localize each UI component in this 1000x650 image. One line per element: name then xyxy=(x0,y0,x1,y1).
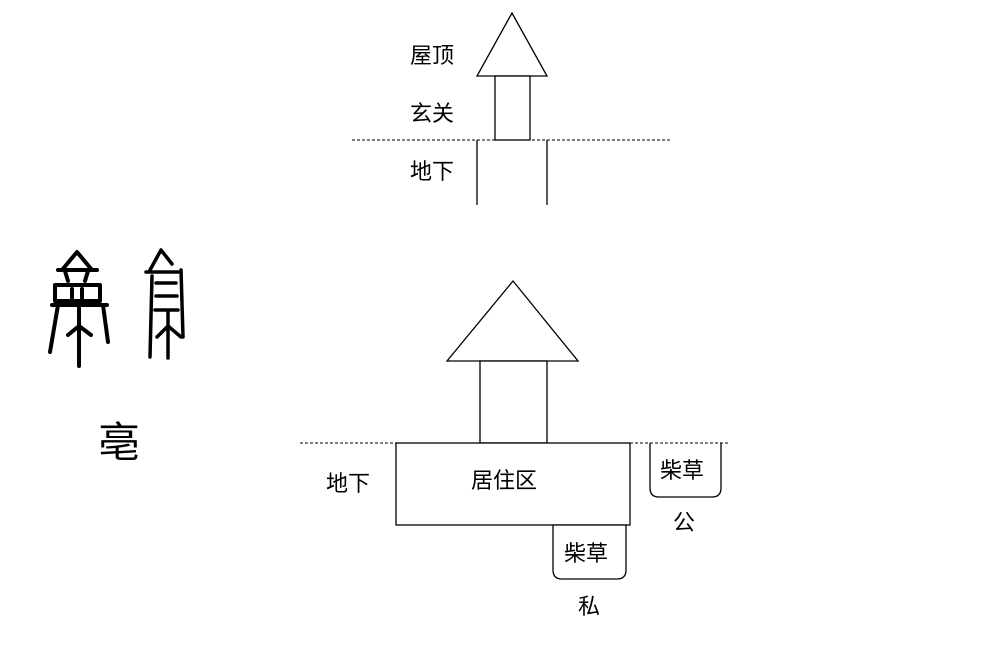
oracle-bone-glyph-1 xyxy=(48,250,110,368)
bottom-underground-label: 地下 xyxy=(326,472,370,497)
top-diagram: 屋顶 玄关 地下 xyxy=(352,11,672,205)
public-label: 公 xyxy=(673,511,695,536)
private-fuel-pit xyxy=(552,524,627,580)
living-area-label: 居住区 xyxy=(471,469,537,494)
top-entrance-box xyxy=(494,75,531,141)
top-underground-label: 地下 xyxy=(410,160,454,185)
top-roof-label: 屋顶 xyxy=(410,44,454,69)
oracle-bone-glyph-2 xyxy=(144,248,185,360)
bottom-diagram: 地下 居住区 柴草 私 柴草 公 xyxy=(300,279,728,620)
bottom-entrance-box xyxy=(479,360,548,444)
public-fuel-pit xyxy=(649,443,722,498)
modern-character-label: 亳 xyxy=(98,418,140,467)
private-fuel-label: 柴草 xyxy=(564,542,608,567)
private-label: 私 xyxy=(578,595,600,620)
top-entrance-label: 玄关 xyxy=(410,102,454,127)
bottom-roof-triangle xyxy=(445,279,580,362)
living-area-box xyxy=(395,442,631,526)
public-fuel-label: 柴草 xyxy=(660,459,704,484)
top-roof-triangle xyxy=(475,11,549,77)
